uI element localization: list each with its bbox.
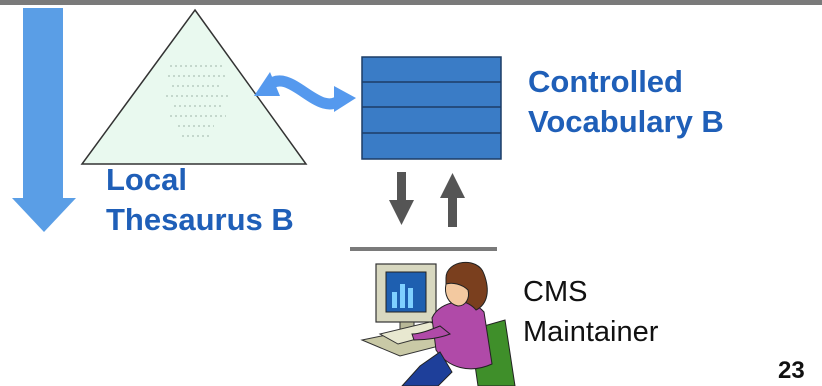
thesaurus-triangle [80, 8, 308, 165]
slide-page-number: 23 [778, 357, 805, 384]
top-divider-bar [0, 0, 822, 5]
controlled-vocabulary-label: Controlled Vocabulary B [528, 62, 724, 142]
bidirectional-arrow-icon [254, 72, 356, 112]
local-thesaurus-line1: Local [106, 162, 187, 197]
up-down-arrows-icon [389, 172, 465, 227]
controlled-vocabulary-line1: Controlled [528, 64, 683, 99]
cms-maintainer-line2: Maintainer [523, 316, 659, 348]
down-arrow-icon [12, 8, 76, 232]
controlled-vocabulary-line2: Vocabulary B [528, 104, 724, 139]
cms-maintainer-line1: CMS [523, 276, 588, 308]
vocabulary-box [361, 56, 502, 160]
local-thesaurus-label: Local Thesaurus B [106, 160, 294, 240]
person-at-computer-icon [360, 261, 516, 386]
cms-maintainer-label: CMS Maintainer [523, 272, 658, 352]
local-thesaurus-line2: Thesaurus B [106, 202, 294, 237]
